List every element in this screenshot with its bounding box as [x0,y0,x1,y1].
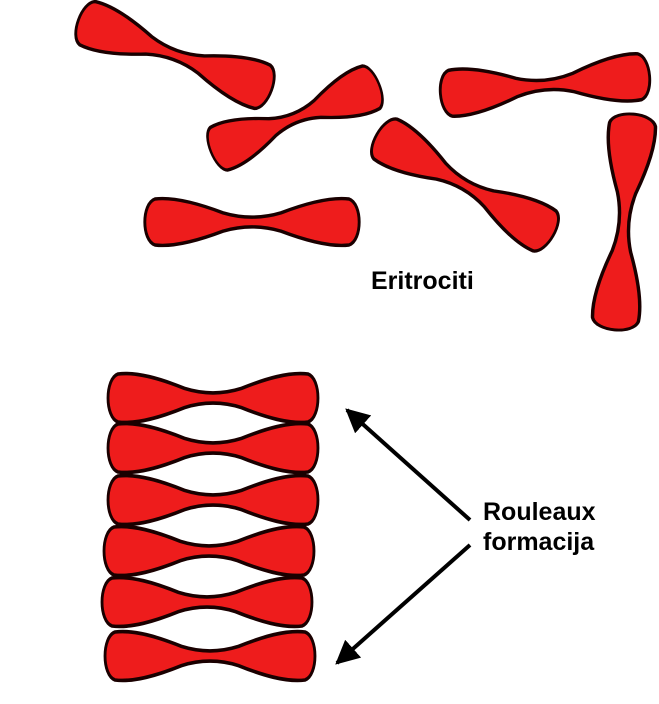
arrow-up [347,410,470,520]
arrow-down [337,545,470,663]
stacked-cell [102,578,312,627]
stacked-cell [108,476,318,525]
rouleaux-label-line1: Rouleaux [483,497,596,527]
scattered-cell [591,112,657,332]
stacked-cell [105,632,315,681]
rouleaux-label: Rouleaux formacija [483,497,596,557]
stacked-cell [104,527,314,576]
stacked-cell [108,424,318,473]
scattered-cell [365,114,565,256]
erythrocytes-label: Eritrociti [371,266,474,296]
rouleaux-label-line2: formacija [483,527,596,557]
scattered-cell [438,52,651,117]
rouleaux-stack [102,374,318,681]
pointer-arrows [337,410,470,663]
stacked-cell [108,374,318,423]
scattered-cell [145,199,359,246]
scattered-erythrocytes [70,0,656,332]
scattered-cell [70,0,279,112]
